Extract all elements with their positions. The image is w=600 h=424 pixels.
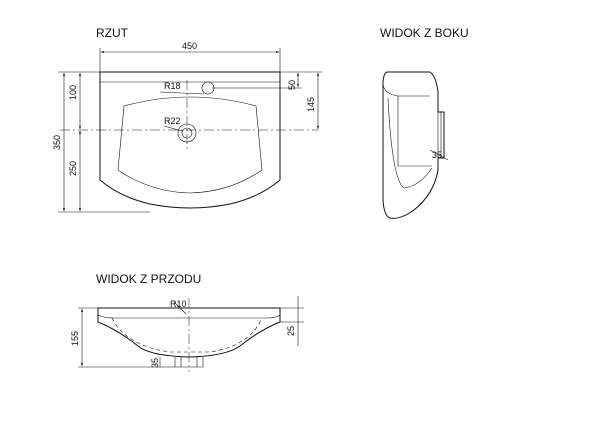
drain-offset-dim-label: 145: [306, 97, 316, 112]
side-drain-dim-label: 35: [432, 150, 442, 160]
side-view-title: WIDOK Z BOKU: [380, 26, 469, 40]
front-edge-dim-label: 100: [68, 85, 78, 100]
tap-offset-dim-label: 50: [287, 80, 297, 90]
side-view-bowl: [387, 97, 433, 189]
top-view-outline: [99, 71, 281, 209]
front-view-title: WIDOK Z PRZODU: [96, 272, 201, 286]
side-view-back-wall: [397, 96, 432, 167]
side-view-drain: [437, 112, 442, 158]
depth-total-dim-label: 350: [52, 135, 62, 150]
front-radius-leader: [173, 301, 187, 315]
width-dim-label: 450: [182, 41, 197, 51]
tap-radius-leader: [159, 91, 205, 95]
front-view-rim: [97, 314, 281, 319]
side-view-outline: [382, 71, 445, 219]
top-view: RZUT R18 R22 450 350 100 250: [52, 26, 322, 213]
side-view-rim: [382, 83, 430, 97]
front-view: WIDOK Z PRZODU R10 155 25 35: [70, 272, 304, 372]
front-view-outline: [97, 307, 281, 358]
front-drain-dim-label: 35: [150, 358, 160, 368]
side-drain-leader: [429, 149, 449, 161]
front-height-dim-label: 155: [70, 331, 80, 346]
tap-radius-label: R18: [164, 81, 181, 91]
top-view-title: RZUT: [96, 26, 129, 40]
bowl-depth-dim-label: 250: [68, 161, 78, 176]
front-view-drain-inner: [180, 357, 198, 367]
front-radius-label: R10: [170, 299, 187, 309]
drain-radius-label: R22: [164, 116, 181, 126]
front-rim-dim-label: 25: [286, 326, 296, 336]
drain-radius-leader: [163, 125, 183, 132]
front-view-bowl-hidden: [111, 317, 263, 353]
side-view: WIDOK Z BOKU 35: [380, 26, 469, 219]
top-view-bowl: [117, 96, 263, 194]
